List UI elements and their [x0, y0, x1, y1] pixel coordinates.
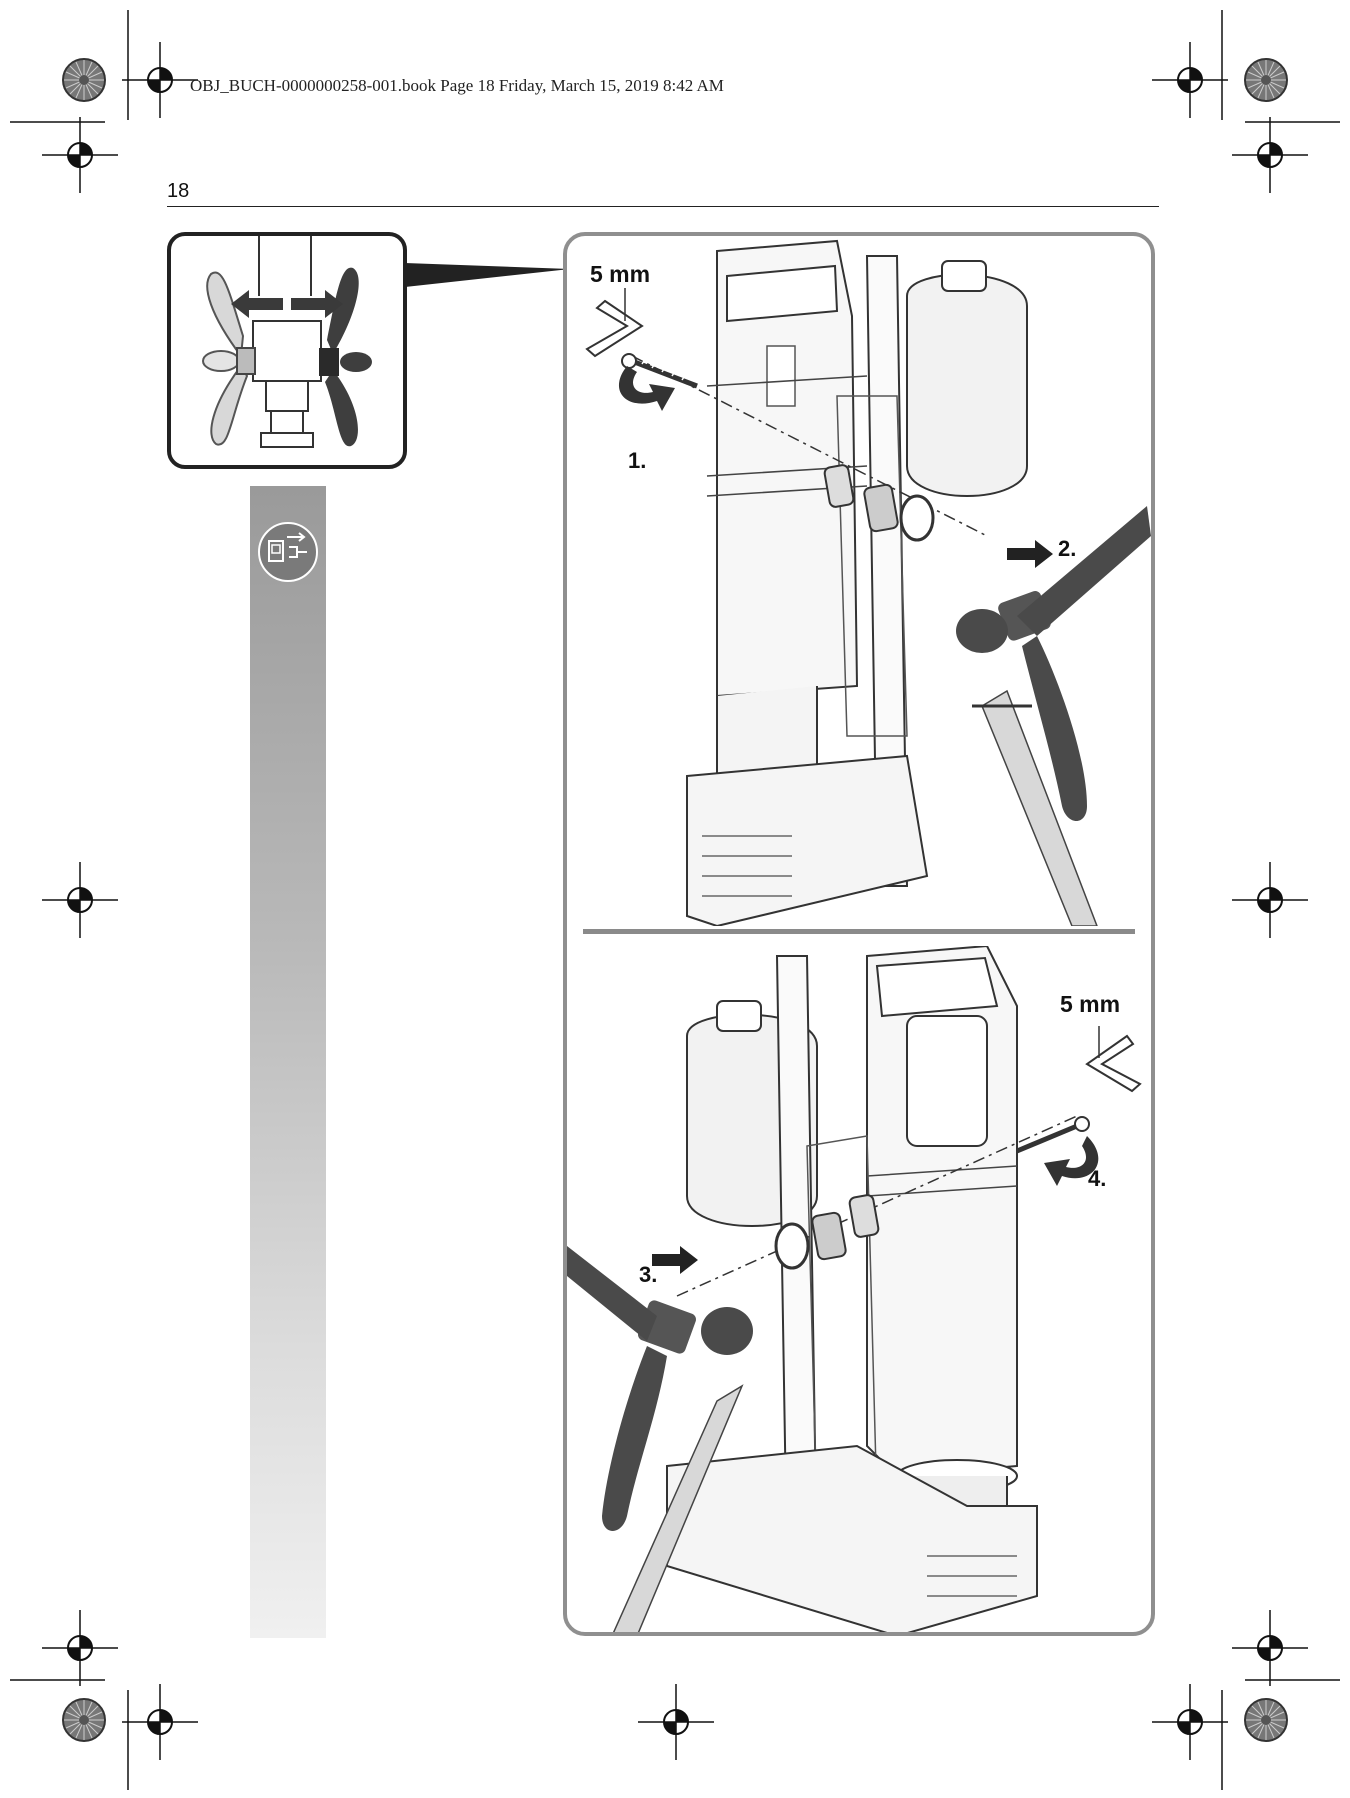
rotate-arrow-icon	[618, 366, 675, 411]
instruction-panel: 5 mm 1. 2.	[563, 232, 1155, 1636]
unplug-icon	[258, 522, 318, 582]
wrench-size-label-bottom: 5 mm	[1060, 991, 1121, 1017]
wrench-size-label-top: 5 mm	[590, 261, 651, 287]
push-arrow-icon	[1007, 540, 1053, 568]
sidebar-band	[250, 486, 326, 1638]
handle-side-detail	[167, 232, 407, 469]
step-3-label: 3.	[639, 1262, 658, 1287]
panel-divider	[583, 929, 1135, 934]
drill-attach-handle-illustration	[567, 946, 1142, 1632]
step-4-label: 4.	[1088, 1166, 1107, 1191]
color-wheel-icon	[62, 58, 106, 102]
callout-pointer	[405, 263, 570, 287]
file-info-line: OBJ_BUCH-0000000258-001.book Page 18 Fri…	[190, 76, 724, 95]
step-2-label: 2.	[1058, 536, 1077, 561]
drill-remove-handle-illustration	[585, 239, 1151, 926]
allen-key-icon	[585, 299, 644, 358]
step-1-label: 1.	[628, 448, 647, 473]
page-number: 18	[167, 180, 190, 202]
header-rule	[167, 206, 1159, 207]
handle-detail-illustration	[202, 236, 372, 448]
